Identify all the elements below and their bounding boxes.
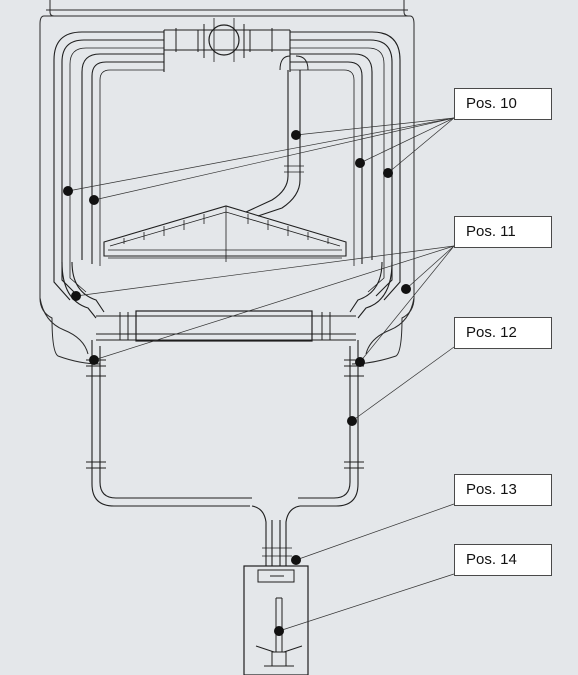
- callout-lines-pos11: [75, 245, 455, 363]
- housing-lower-right: [365, 297, 415, 355]
- marker-pos10-e: [383, 168, 393, 178]
- marker-pos10-c: [291, 130, 301, 140]
- left-vertical-pipe: [91, 340, 252, 507]
- top-header-pipe: [163, 29, 291, 72]
- label-pos-13: Pos. 13: [454, 474, 552, 506]
- marker-pos11-c: [401, 284, 411, 294]
- middle-header-pipe: [96, 315, 356, 341]
- housing-lower-left: [39, 297, 89, 355]
- marker-pos11-b: [89, 355, 99, 365]
- right-vertical-pipe: [298, 340, 359, 507]
- callout-line-pos12: [351, 346, 455, 422]
- label-pos-14: Pos. 14: [454, 544, 552, 576]
- pump-tank: [243, 565, 309, 675]
- label-pos-11-text: Pos. 11: [466, 223, 516, 240]
- measurement-markers: [63, 130, 411, 636]
- duct-right-outer: [290, 31, 401, 301]
- marker-pos11-a: [71, 291, 81, 301]
- label-pos-11: Pos. 11: [454, 216, 552, 248]
- header-tank: [135, 310, 313, 342]
- label-pos-13-text: Pos. 13: [466, 481, 517, 498]
- duct-left-outer: [53, 31, 164, 301]
- marker-pos13: [291, 555, 301, 565]
- marker-pos14: [274, 626, 284, 636]
- label-pos-12: Pos. 12: [454, 317, 552, 349]
- marker-pos12: [347, 416, 357, 426]
- marker-pos10-a: [63, 186, 73, 196]
- duct-right-inner: [290, 53, 373, 260]
- bend-right: [349, 261, 393, 319]
- label-pos-14-text: Pos. 14: [466, 551, 517, 568]
- bottom-collector: [251, 505, 301, 566]
- duct-left-inner: [81, 53, 164, 260]
- label-pos-10-text: Pos. 10: [466, 95, 517, 112]
- pump-stem: [275, 597, 283, 652]
- callout-line-pos14: [278, 573, 455, 632]
- marker-pos10-d: [355, 158, 365, 168]
- label-pos-10: Pos. 10: [454, 88, 552, 120]
- top-valve: [208, 24, 240, 56]
- callout-lines-pos10: [67, 117, 455, 201]
- label-pos-12-text: Pos. 12: [466, 324, 517, 341]
- marker-pos11-d: [355, 357, 365, 367]
- pump-base: [255, 645, 303, 667]
- callout-line-pos13: [295, 503, 455, 561]
- bend-left: [61, 261, 105, 319]
- roof-truss: [103, 205, 347, 257]
- central-drop-pipe: [245, 70, 301, 217]
- outer-housing-top: [44, 9, 410, 17]
- marker-pos10-b: [89, 195, 99, 205]
